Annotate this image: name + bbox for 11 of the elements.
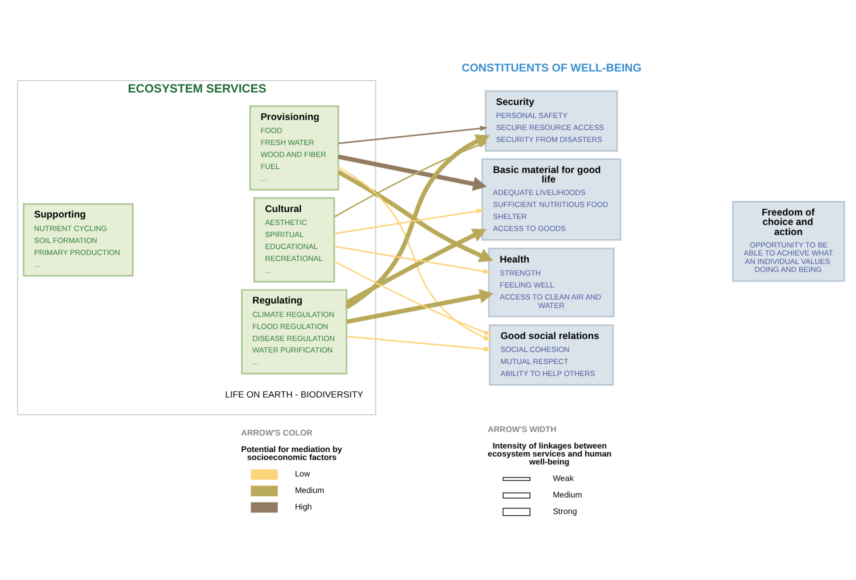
label: CONSTITUENTS OF WELL-BEING bbox=[462, 62, 642, 74]
legend-label: Strong bbox=[552, 506, 578, 516]
legend-label: Low bbox=[294, 469, 310, 478]
legend-label: Medium bbox=[552, 490, 582, 500]
legend-label: Weak bbox=[552, 474, 574, 483]
legend-label: High bbox=[294, 502, 312, 512]
label: ARROW'S WIDTH bbox=[488, 424, 556, 434]
label: Intensity of linkages between ecosystem services and human well-being bbox=[488, 440, 612, 466]
label: ARROW'S COLOR bbox=[241, 428, 312, 438]
legend-label: Medium bbox=[294, 486, 324, 495]
label: Potential for mediation by socioeconomic factors bbox=[241, 444, 342, 462]
